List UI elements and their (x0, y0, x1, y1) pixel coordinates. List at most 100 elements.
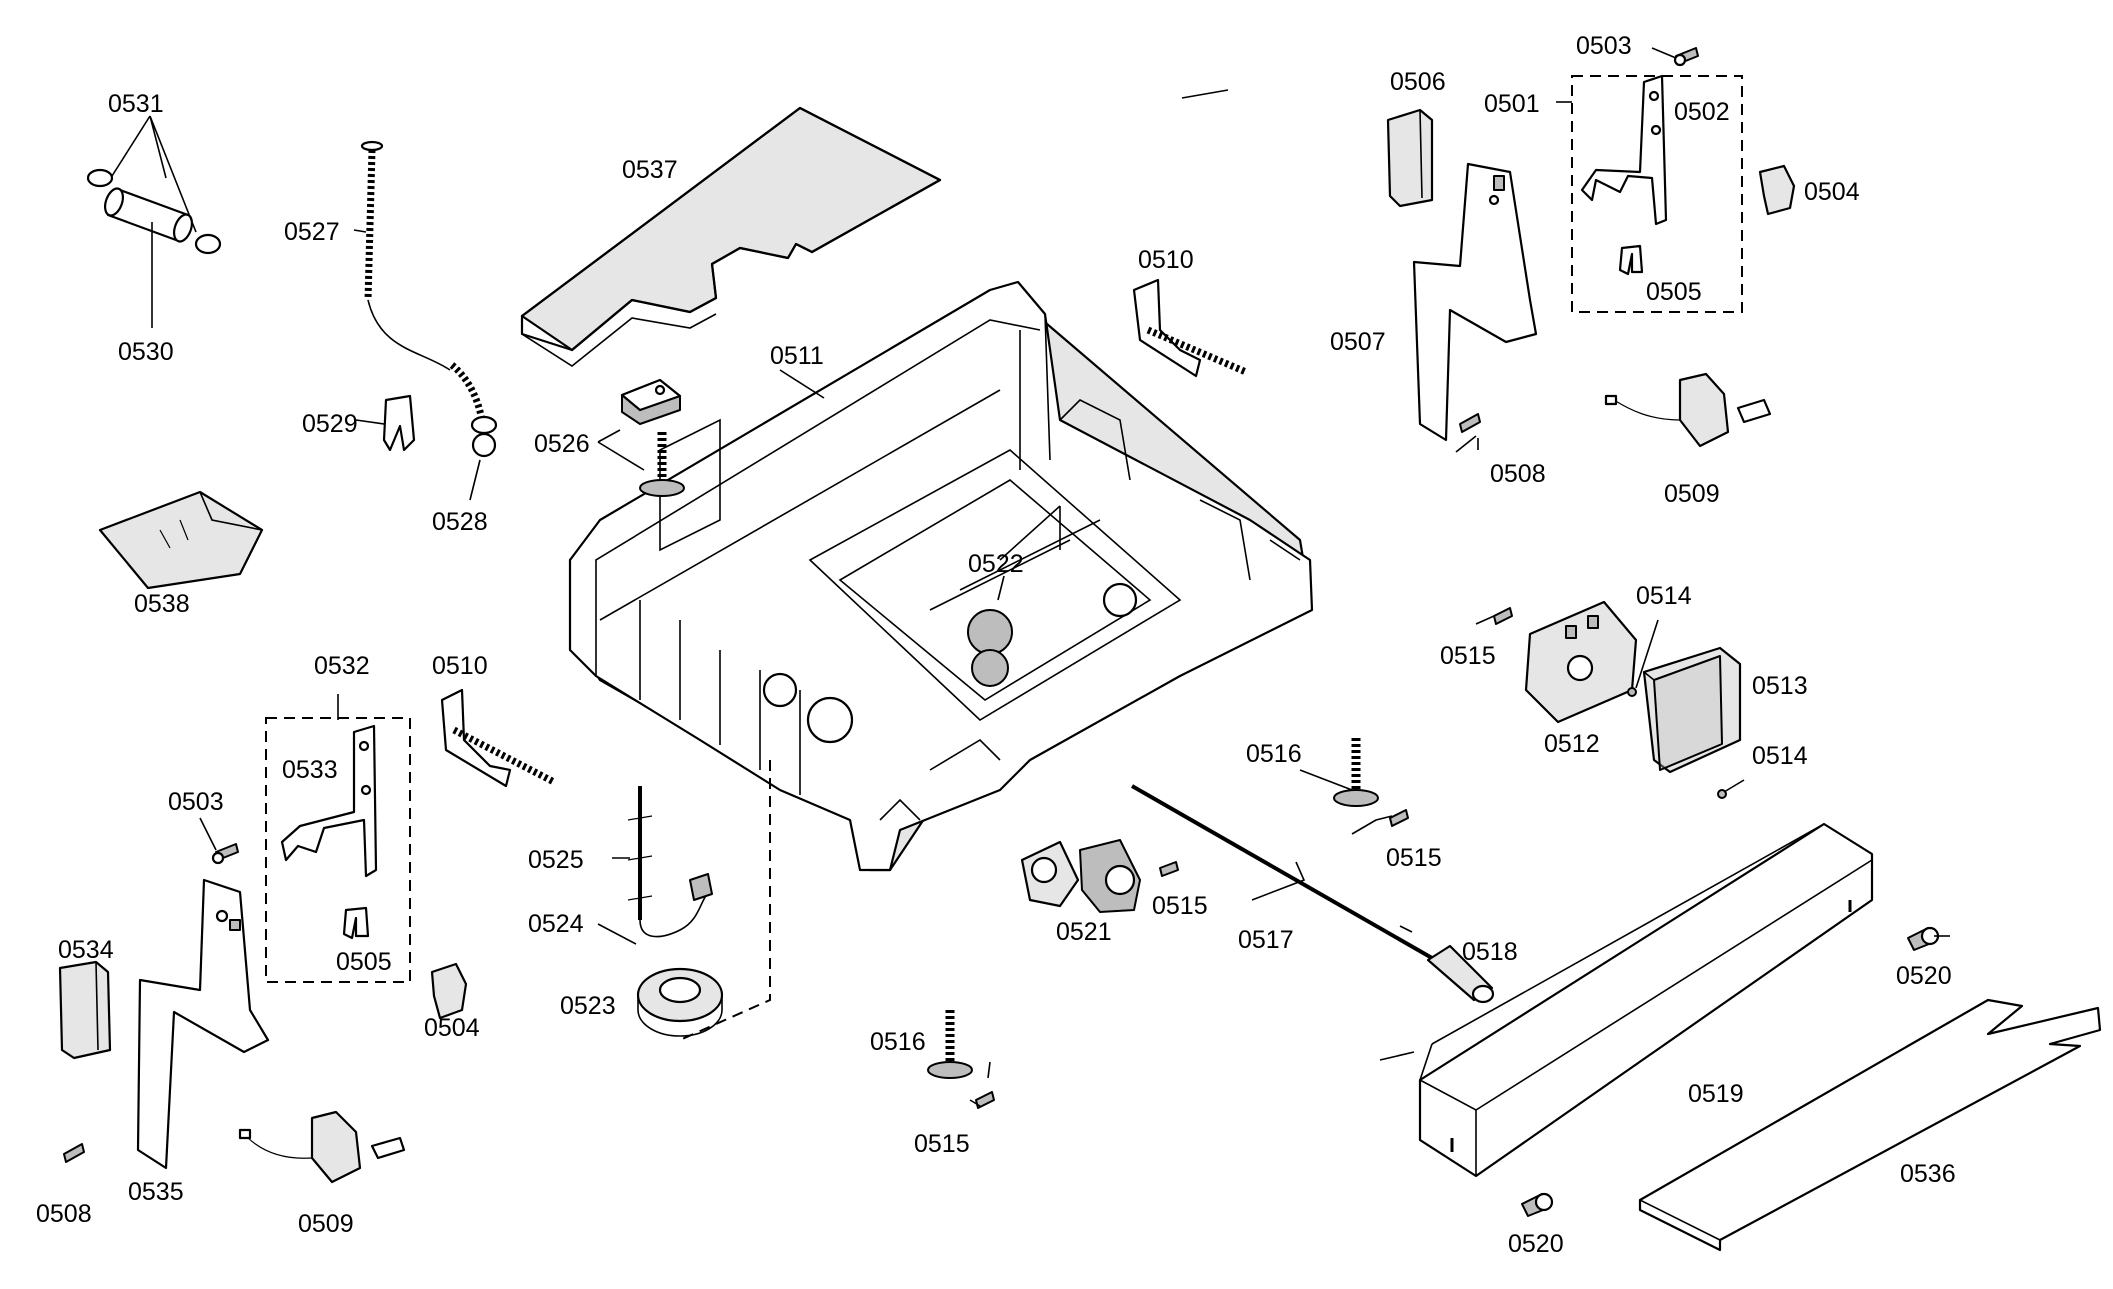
part-0520-screw-upper (1907, 926, 1940, 951)
label-0525: 0525 (528, 846, 584, 874)
part-0510-hinge-upper (1132, 278, 1248, 378)
part-0527-hose (360, 140, 486, 421)
group-0501-box (1571, 75, 1743, 313)
label-0538: 0538 (134, 590, 190, 618)
label-0509-lower: 0509 (298, 1210, 354, 1238)
part-0530-tube (103, 187, 194, 243)
label-0522: 0522 (968, 550, 1024, 578)
part-0511-base (568, 280, 1314, 872)
label-0527: 0527 (284, 218, 340, 246)
label-0502: 0502 (1674, 98, 1730, 126)
label-0518: 0518 (1462, 938, 1518, 966)
label-0511: 0511 (770, 342, 824, 370)
label-0513: 0513 (1752, 672, 1808, 700)
label-0505-lower: 0505 (336, 948, 392, 976)
label-0531: 0531 (108, 90, 164, 118)
part-labels: 0531 0530 0527 0529 0528 0538 0537 0511 … (36, 32, 1956, 1258)
label-0504-lower: 0504 (424, 1014, 480, 1042)
part-0521-valve (1020, 839, 1141, 913)
part-0503-screw-upper (1673, 47, 1699, 67)
label-0506: 0506 (1390, 68, 1446, 96)
label-0509-upper: 0509 (1664, 480, 1720, 508)
label-0510-lower: 0510 (432, 652, 488, 680)
label-0516-lower: 0516 (870, 1028, 926, 1056)
label-0530: 0530 (118, 338, 174, 366)
label-0515-right: 0515 (1386, 844, 1442, 872)
part-0508-screw-upper (1459, 413, 1481, 433)
part-0537-panel (520, 106, 942, 367)
part-0509-sensor-upper (1604, 372, 1772, 448)
part-0516-foot-lower (927, 1010, 973, 1079)
part-0533-bracket (280, 724, 378, 878)
part-0507-bracket-upper (1412, 162, 1538, 442)
part-0515-screw-b (975, 1091, 995, 1109)
part-0506-cover (1386, 108, 1434, 208)
label-0537: 0537 (622, 156, 678, 184)
part-0517-rod (1131, 784, 1433, 960)
part-0534-cover (58, 960, 112, 1060)
part-0514-screw-a (1627, 687, 1637, 697)
part-0531-clamps (86, 168, 222, 255)
label-0521: 0521 (1056, 918, 1112, 946)
part-0519-front-panel (1418, 822, 1874, 1178)
part-0526-foot (620, 378, 685, 497)
label-0510-upper: 0510 (1138, 246, 1194, 274)
label-0501: 0501 (1484, 90, 1540, 118)
label-0523: 0523 (560, 992, 616, 1020)
label-0536: 0536 (1900, 1160, 1956, 1188)
part-0504-clip-upper (1758, 164, 1796, 216)
label-0504-upper: 0504 (1804, 178, 1860, 206)
part-0516-foot-upper (1333, 738, 1379, 807)
leader-0523-dashed (679, 760, 771, 1041)
part-0508-screw-lower (63, 1143, 85, 1163)
label-0535: 0535 (128, 1178, 184, 1206)
part-0523-cap (636, 967, 724, 1037)
part-0535-bracket-lower (136, 878, 270, 1170)
label-0528: 0528 (432, 508, 488, 536)
label-0532: 0532 (314, 652, 370, 680)
part-0520-screw-lower (1521, 1192, 1554, 1217)
part-0503-screw-lower (211, 843, 239, 865)
label-0516-upper: 0516 (1246, 740, 1302, 768)
part-0513-cover (1642, 646, 1742, 774)
label-0520-upper: 0520 (1896, 962, 1952, 990)
part-0524-wire (639, 873, 713, 938)
part-0512-housing (1524, 600, 1638, 724)
leader-0522 (997, 575, 1005, 601)
label-0520-lower: 0520 (1508, 1230, 1564, 1258)
label-0512: 0512 (1544, 730, 1600, 758)
part-0515-screw-a (1159, 861, 1179, 877)
part-0509-sensor-lower (238, 1110, 406, 1184)
label-0529: 0529 (302, 410, 358, 438)
label-0508-upper: 0508 (1490, 460, 1546, 488)
label-0533: 0533 (282, 756, 338, 784)
part-0515-screw-c (1389, 809, 1409, 827)
label-0534: 0534 (58, 936, 114, 964)
label-0515-upper: 0515 (1440, 642, 1496, 670)
label-0515-lower: 0515 (914, 1130, 970, 1158)
part-0502-bracket (1580, 74, 1668, 226)
leader-lines (111, 47, 1950, 1107)
label-0526: 0526 (534, 430, 590, 458)
part-0538-bag (98, 490, 264, 590)
label-0519: 0519 (1688, 1080, 1744, 1108)
part-0529-clip (382, 394, 416, 452)
label-0514-lower: 0514 (1752, 742, 1808, 770)
part-0505-clip-lower (342, 906, 370, 940)
part-0505-clip-upper (1618, 244, 1644, 276)
label-0524: 0524 (528, 910, 584, 938)
part-0536-kickplate (1638, 998, 2102, 1252)
part-0510-hinge-lower (440, 688, 556, 788)
label-0517: 0517 (1238, 926, 1294, 954)
part-0504-clip-lower (430, 962, 468, 1020)
label-0514-upper: 0514 (1636, 582, 1692, 610)
label-0505-upper: 0505 (1646, 278, 1702, 306)
label-0508-lower: 0508 (36, 1200, 92, 1228)
part-0528-rings (470, 415, 498, 458)
part-0518-knob (1426, 944, 1495, 1004)
part-0515-screw-d (1493, 607, 1513, 625)
label-0503-lower: 0503 (168, 788, 224, 816)
label-0503-upper: 0503 (1576, 32, 1632, 60)
label-0507: 0507 (1330, 328, 1386, 356)
